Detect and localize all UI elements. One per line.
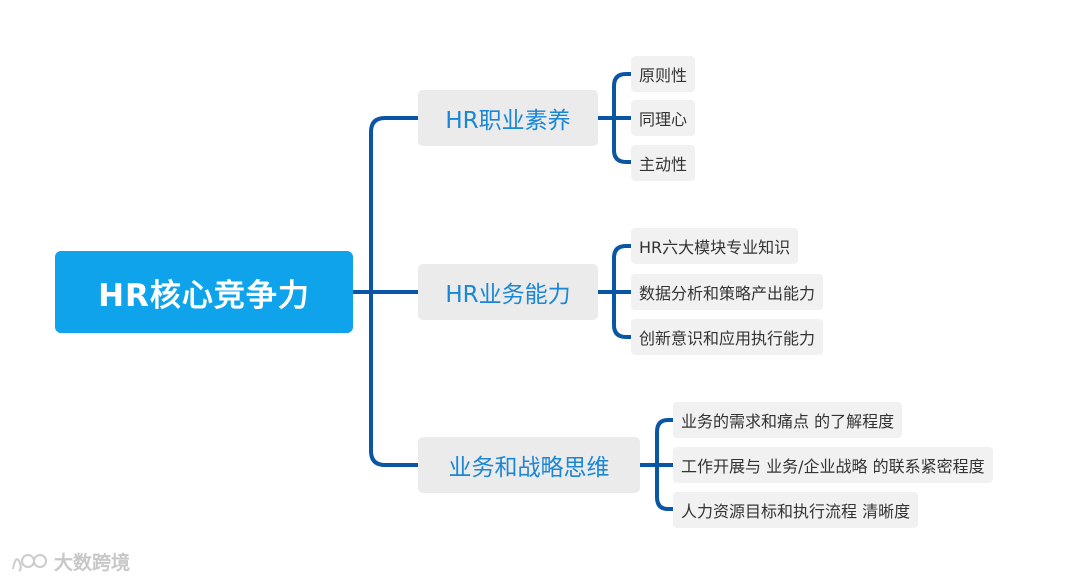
leaf-label: 工作开展与 业务/企业战略 的联系紧密程度	[681, 457, 985, 476]
leaf-label: HR六大模块专业知识	[639, 238, 791, 257]
watermark-logo-icon	[12, 553, 47, 572]
leaf-node[interactable]: 工作开展与 业务/企业战略 的联系紧密程度	[673, 447, 993, 483]
root-node[interactable]: HR核心竞争力	[55, 251, 353, 333]
leaf-node[interactable]: 主动性	[631, 145, 696, 181]
branch-label: HR职业素养	[445, 108, 571, 134]
leaf-label: 原则性	[639, 66, 688, 85]
leaf-node[interactable]: 业务的需求和痛点 的了解程度	[673, 402, 903, 438]
leaf-node[interactable]: 同理心	[631, 100, 696, 136]
leaf-node[interactable]: 数据分析和策略产出能力	[631, 274, 824, 310]
leaf-label: 创新意识和应用执行能力	[639, 329, 816, 348]
leaf-node[interactable]: 原则性	[631, 56, 696, 92]
leaf-label: 主动性	[639, 155, 688, 174]
leaf-label: 人力资源目标和执行流程 清晰度	[681, 502, 911, 521]
leaf-node[interactable]: HR六大模块专业知识	[631, 228, 799, 264]
leaf-node[interactable]: 创新意识和应用执行能力	[631, 319, 824, 355]
leaf-node[interactable]: 人力资源目标和执行流程 清晰度	[673, 492, 919, 528]
root-label: HR核心竞争力	[98, 277, 310, 314]
branch-node-2[interactable]: HR业务能力	[418, 264, 598, 320]
branch-label: 业务和战略思维	[448, 455, 610, 481]
leaf-label: 业务的需求和痛点 的了解程度	[681, 412, 895, 431]
leaf-label: 同理心	[639, 110, 688, 129]
leaf-label: 数据分析和策略产出能力	[639, 284, 816, 303]
watermark-text: 大数跨境	[54, 552, 131, 574]
branch-node-3[interactable]: 业务和战略思维	[418, 437, 640, 493]
branch-label: HR业务能力	[445, 282, 571, 308]
watermark: 大数跨境	[10, 548, 130, 575]
branch-node-1[interactable]: HR职业素养	[418, 90, 598, 146]
